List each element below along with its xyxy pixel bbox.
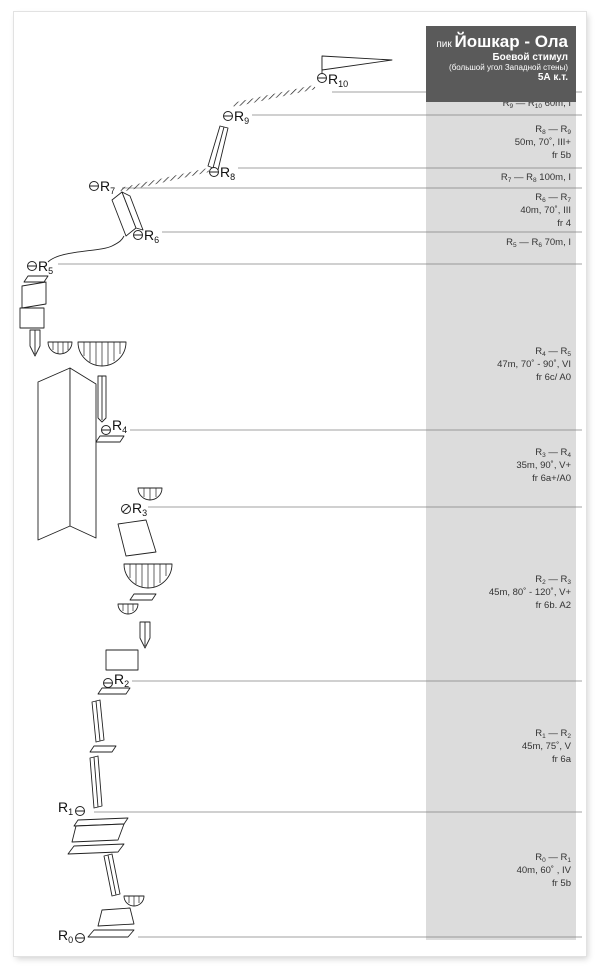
belay-icon-r5 bbox=[27, 261, 37, 271]
ledge-low-r1 bbox=[67, 843, 125, 855]
station-label-r8: R8 bbox=[220, 164, 235, 182]
station-label-r1: R1 bbox=[58, 799, 73, 817]
summit-flag-icon bbox=[321, 55, 393, 71]
station-label-r9: R9 bbox=[234, 108, 249, 126]
ridge-r9-r10 bbox=[232, 85, 316, 107]
station-label-r7: R7 bbox=[100, 178, 115, 196]
belay-icon-r7 bbox=[89, 181, 99, 191]
pitch-spec-line: fr 6a+/A0 bbox=[532, 473, 571, 484]
station-label-r3: R3 bbox=[132, 500, 147, 518]
pitch-heading: R4 — R5 bbox=[535, 346, 571, 358]
station-label-r10: R10 bbox=[328, 71, 348, 89]
slab-r1 bbox=[71, 823, 125, 843]
pitch-spec-line: 45m, 80˚ - 120˚, V+ bbox=[489, 587, 572, 598]
pitch-heading: R9 — R10 60m, I bbox=[503, 98, 571, 110]
belay-icon-r3 bbox=[121, 504, 131, 514]
pitch-spec-line: fr 6b. A2 bbox=[536, 600, 571, 611]
topo-sheet: R10 R9 R8 R7 R6 R5 R4 R3 R2 R1 R0 R9 — R… bbox=[14, 12, 586, 956]
pitch-heading: R8 — R9 bbox=[535, 124, 571, 136]
pitch-spec-line: fr 6c/ A0 bbox=[536, 372, 571, 383]
slab-r5 bbox=[21, 281, 47, 309]
ledge-r4 bbox=[95, 435, 125, 443]
big-dihedral bbox=[37, 367, 71, 541]
belay-icon-r10 bbox=[317, 73, 327, 83]
pitch-heading: R1 — R2 bbox=[535, 728, 571, 740]
station-label-r6: R6 bbox=[144, 227, 159, 245]
peak-prefix: пик bbox=[436, 39, 452, 50]
belay-icon-r9 bbox=[223, 111, 233, 121]
route-topo-diagram: R10 R9 R8 R7 R6 R5 R4 R3 R2 R1 R0 R9 — R… bbox=[19, 55, 582, 945]
block-r2 bbox=[105, 649, 139, 671]
traverse-r5-r6 bbox=[47, 235, 125, 263]
station-label-r4: R4 bbox=[112, 417, 127, 435]
pitch-info-panel bbox=[426, 88, 576, 940]
route-category: 5А к.т. bbox=[537, 72, 568, 84]
route-line bbox=[19, 55, 393, 938]
slab-r0 bbox=[97, 907, 135, 927]
pitch-spec-line: 35m, 90˚, V+ bbox=[516, 460, 571, 471]
pitch-heading: R3 — R4 bbox=[535, 447, 571, 459]
ridge-r7-r8 bbox=[120, 168, 209, 192]
pitch-r7-r8: R7 — R8 100m, I bbox=[501, 172, 571, 184]
pitch-r5-r6: R5 — R6 70m, I bbox=[506, 237, 571, 249]
pitch-spec-line: 40m, 60˚ , IV bbox=[517, 865, 572, 876]
belay-icon-r8 bbox=[209, 167, 219, 177]
peak-name: Йошкар - Ола bbox=[454, 32, 568, 51]
pitch-heading: R5 — R6 70m, I bbox=[506, 237, 571, 249]
block-below-r5 bbox=[19, 307, 45, 329]
pitch-spec-line: fr 6a bbox=[552, 754, 572, 765]
belay-symbols bbox=[27, 73, 327, 943]
pitch-r9-r10: R9 — R10 60m, I bbox=[503, 98, 571, 110]
pitch-spec-line: 50m, 70˚, III+ bbox=[515, 137, 572, 148]
pitch-spec-line: 40m, 70˚, III bbox=[520, 205, 571, 216]
pitch-heading: R6 — R7 bbox=[535, 192, 571, 204]
pitch-heading: R0 — R1 bbox=[535, 852, 571, 864]
belay-icon-r6 bbox=[133, 230, 143, 240]
belay-icon-r1 bbox=[75, 806, 85, 816]
belay-icon-r2 bbox=[103, 678, 113, 688]
station-label-r5: R5 bbox=[38, 258, 53, 276]
pitch-spec-line: 45m, 75˚, V bbox=[522, 741, 572, 752]
station-label-r0: R0 bbox=[58, 927, 73, 945]
route-header: пик Йошкар - Ола Боевой стимул (большой … bbox=[426, 26, 576, 102]
ledge-r5 bbox=[23, 275, 49, 283]
ledge-r0 bbox=[87, 929, 135, 938]
station-label-r2: R2 bbox=[114, 671, 129, 689]
belay-icon-r0 bbox=[75, 933, 85, 943]
pitch-spec-line: fr 4 bbox=[557, 218, 571, 229]
ledge-small-r3 bbox=[129, 593, 157, 601]
route-note: (большой угол Западной стены) bbox=[449, 63, 568, 73]
route-name: Боевой стимул bbox=[492, 51, 568, 63]
pitch-spec-line: fr 5b bbox=[552, 150, 571, 161]
roof-small-1 bbox=[47, 341, 73, 355]
belay-icon-r4 bbox=[101, 425, 111, 435]
pitch-spec-line: fr 5b bbox=[552, 878, 571, 889]
belay-rules bbox=[58, 91, 582, 938]
pitch-heading: R2 — R3 bbox=[535, 574, 571, 586]
ledge-mid-r1-r2 bbox=[89, 745, 117, 753]
ledge-r2 bbox=[97, 687, 131, 695]
pitch-spec-line: 47m, 70˚ - 90˚, VI bbox=[497, 359, 571, 370]
slab-r3 bbox=[117, 519, 157, 557]
pitch-heading: R7 — R8 100m, I bbox=[501, 172, 571, 184]
